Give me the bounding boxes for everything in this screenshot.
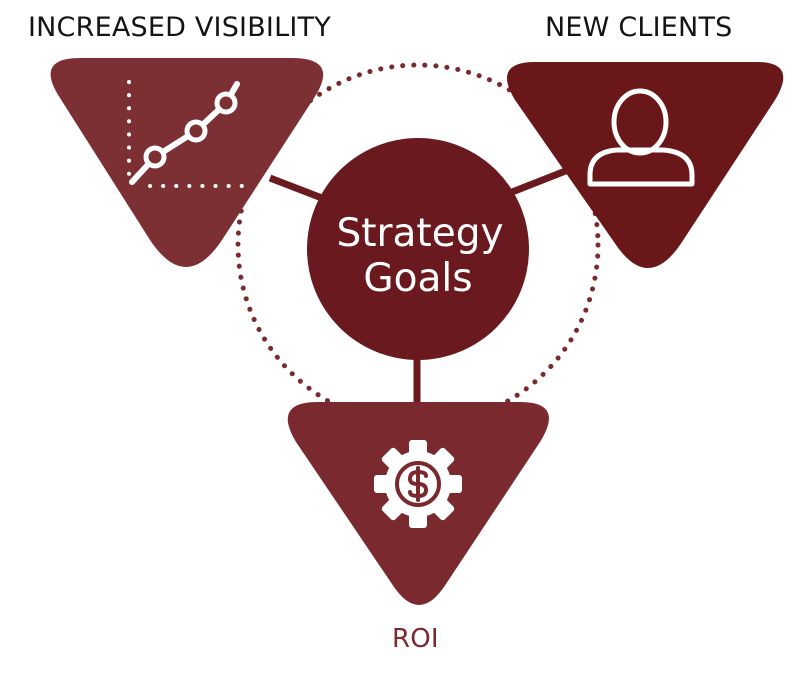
center-strategy-goals: Strategy Goals <box>307 138 529 360</box>
user-icon <box>587 88 695 187</box>
center-line-1: Strategy <box>336 211 503 256</box>
line-chart-icon <box>127 80 245 188</box>
label-roi: ROI <box>392 624 439 654</box>
triangle-visibility-shape <box>50 58 324 267</box>
triangle-roi <box>287 402 549 605</box>
center-circle <box>307 138 529 360</box>
triangle-visibility <box>50 58 324 267</box>
center-line-2: Goals <box>363 256 472 301</box>
dotted-orbit-ring <box>235 62 601 428</box>
triangle-clients <box>506 62 784 268</box>
dollar-sign-icon <box>407 466 429 502</box>
triangle-clients-shape <box>506 62 784 268</box>
dollar-gear-icon <box>374 440 462 528</box>
label-new-clients: NEW CLIENTS <box>545 12 733 43</box>
label-increased-visibility: INCREASED VISIBILITY <box>28 12 331 43</box>
